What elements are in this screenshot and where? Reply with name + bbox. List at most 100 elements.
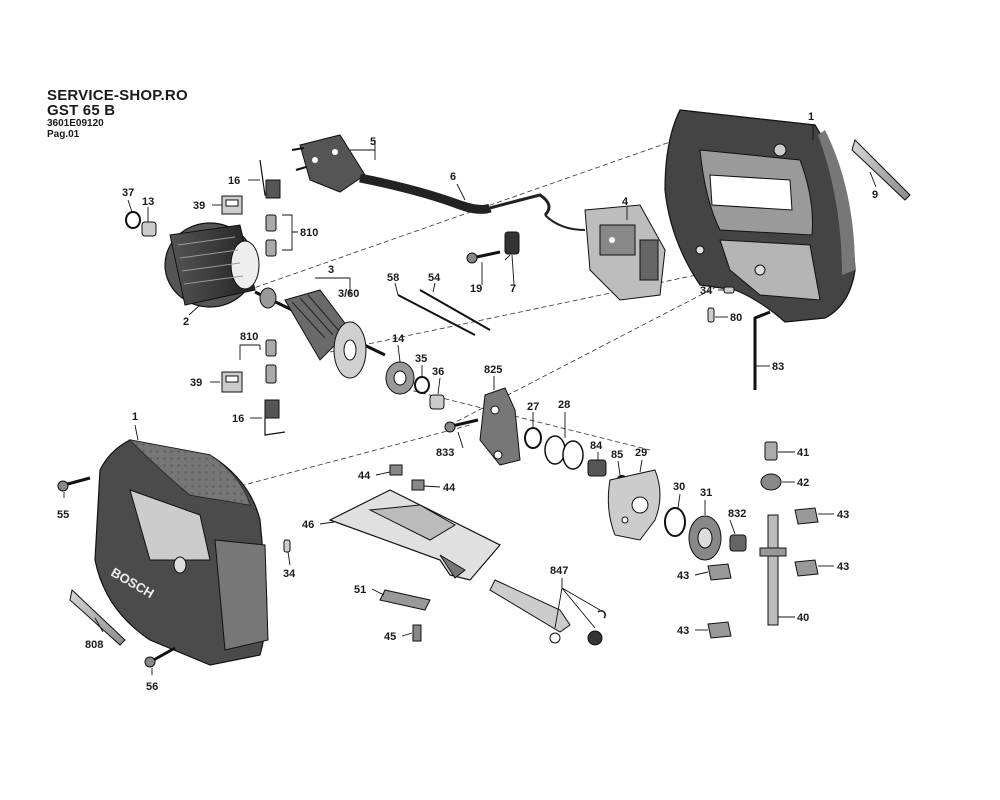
shop-name: SERVICE-SHOP.RO (47, 87, 188, 104)
callout-43d: 43 (677, 625, 689, 637)
callout-847: 847 (550, 565, 568, 577)
spring-810-lower (265, 339, 277, 384)
callout-labels: 1 1 2 3 3/60 4 5 6 7 9 13 14 16 16 19 27… (57, 111, 878, 693)
washer-27 (524, 427, 542, 449)
callout-832: 832 (728, 508, 746, 520)
callout-9: 9 (872, 189, 878, 201)
armature-3 (254, 287, 386, 379)
gear-31 (688, 515, 722, 561)
bushing-13 (141, 221, 157, 237)
switch-assembly (584, 204, 666, 301)
callout-56: 56 (146, 681, 158, 693)
diagram-header: SERVICE-SHOP.RO GST 65 B 3601E09120 Pag.… (47, 88, 188, 140)
plunger-rod-40 (759, 514, 787, 626)
collar-42 (760, 473, 782, 491)
callout-54: 54 (428, 272, 441, 284)
page-number: Pag.01 (47, 129, 80, 140)
callout-35: 35 (415, 353, 427, 365)
callout-825: 825 (484, 364, 502, 376)
washer-35 (414, 376, 430, 394)
plate-51 (379, 589, 431, 611)
ring-30 (664, 507, 686, 537)
callout-45: 45 (384, 631, 396, 643)
washers-28 (544, 435, 584, 470)
pin-80 (707, 307, 715, 323)
part-number: 3601E09120 (47, 118, 104, 129)
callout-43a: 43 (837, 509, 849, 521)
nuts-44 (389, 464, 425, 491)
callout-3-60: 3/60 (338, 288, 359, 300)
brush-holder-39-lower (221, 371, 243, 393)
cable-clamp-7 (504, 231, 520, 255)
spring-810-upper (265, 214, 277, 257)
callout-3: 3 (328, 264, 334, 276)
callout-13: 13 (142, 196, 154, 208)
screw-55 (57, 476, 91, 492)
brush-16-upper (259, 159, 281, 199)
callout-27: 27 (527, 401, 539, 413)
housing-left-half: BOSCH (94, 439, 269, 666)
callout-16a: 16 (228, 175, 240, 187)
rods-58-54 (397, 289, 491, 336)
screw-56 (144, 646, 176, 668)
leader-lines (63, 124, 877, 675)
callout-810b: 810 (240, 331, 258, 343)
label-sticker-9 (851, 139, 911, 201)
power-plug (291, 134, 366, 193)
model-name: GST 65 B (47, 102, 116, 119)
callout-51: 51 (354, 584, 366, 596)
bushing-36 (429, 394, 445, 410)
callout-1b: 1 (132, 411, 138, 423)
callout-83: 83 (772, 361, 784, 373)
callout-36: 36 (432, 366, 444, 378)
brush-holder-39-upper (221, 195, 243, 215)
callout-44b: 44 (443, 482, 456, 494)
callout-55: 55 (57, 509, 69, 521)
screw-19 (466, 250, 501, 264)
callout-85: 85 (611, 449, 623, 461)
washer-37 (125, 211, 141, 229)
callout-31: 31 (700, 487, 712, 499)
callout-43c: 43 (677, 570, 689, 582)
pin-34-upper (723, 286, 735, 294)
callout-7: 7 (510, 283, 516, 295)
callout-39a: 39 (193, 200, 205, 212)
hex-key-83 (753, 310, 771, 390)
callout-6: 6 (450, 171, 456, 183)
callout-84: 84 (590, 440, 603, 452)
callout-29: 29 (635, 447, 647, 459)
brush-16-lower (264, 399, 286, 436)
needle-bearing-84 (587, 459, 607, 477)
callout-34b: 34 (283, 568, 296, 580)
power-cable (359, 173, 586, 231)
callout-30: 30 (673, 481, 685, 493)
blade-holder-847 (489, 579, 606, 646)
housing-right-half (664, 109, 856, 323)
callout-833: 833 (436, 447, 454, 459)
callout-19: 19 (470, 283, 482, 295)
stator-2 (164, 222, 260, 308)
gear-plate-29 (607, 469, 661, 541)
callout-4: 4 (622, 196, 629, 208)
base-plate-46 (328, 489, 501, 581)
callout-1a: 1 (808, 111, 814, 123)
callout-43b: 43 (837, 561, 849, 573)
callout-46: 46 (302, 519, 314, 531)
callout-16b: 16 (232, 413, 244, 425)
plunger-guide-825 (479, 387, 521, 466)
callout-37: 37 (122, 187, 134, 199)
callout-34a: 34 (700, 285, 713, 297)
screw-833 (444, 418, 479, 433)
callout-44a: 44 (358, 470, 371, 482)
callout-5: 5 (370, 136, 376, 148)
screw-45 (412, 624, 422, 642)
callout-28: 28 (558, 399, 570, 411)
bearing-14 (385, 361, 415, 395)
callout-41: 41 (797, 447, 809, 459)
spring-41 (764, 441, 778, 461)
label-sticker-808 (69, 589, 126, 646)
blocks-43 (707, 507, 819, 639)
callout-808: 808 (85, 639, 103, 651)
callout-14: 14 (392, 333, 405, 345)
